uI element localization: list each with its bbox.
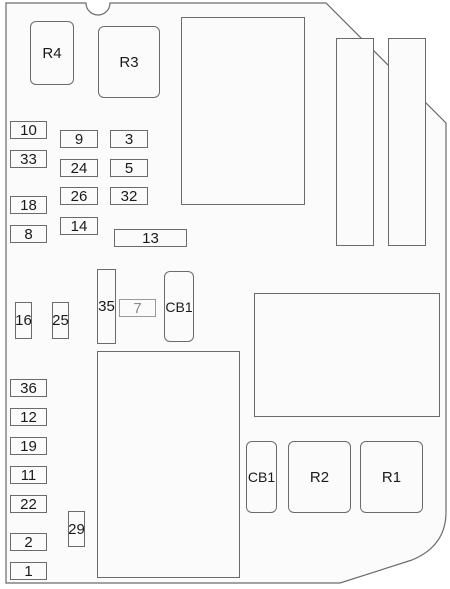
relay-r2 bbox=[288, 441, 351, 513]
circuit-breaker-cb1-top bbox=[164, 271, 194, 342]
large-relay-block-top bbox=[181, 17, 305, 205]
fuse-29: 29 bbox=[68, 511, 85, 547]
fuse-14: 14 bbox=[60, 217, 98, 235]
fuse-33: 33 bbox=[10, 150, 47, 168]
fuse-1: 1 bbox=[10, 562, 47, 580]
fuse-8: 8 bbox=[10, 225, 47, 243]
fuse-16: 16 bbox=[15, 302, 32, 339]
tall-slot-right bbox=[388, 38, 426, 246]
relay-r1-label: R1 bbox=[381, 468, 402, 486]
fuse-24: 24 bbox=[60, 159, 98, 177]
large-relay-block-right bbox=[254, 293, 440, 417]
circuit-breaker-cb1-bottom bbox=[246, 441, 277, 513]
fuse-12: 12 bbox=[10, 408, 47, 426]
fuse-22: 22 bbox=[10, 495, 47, 513]
fuse-35: 35 bbox=[97, 269, 116, 344]
relay-r4 bbox=[30, 21, 74, 85]
fuse-5: 5 bbox=[110, 159, 148, 177]
relay-r4-label: R4 bbox=[42, 44, 62, 62]
fuse-11: 11 bbox=[10, 466, 47, 484]
fuse-7: 7 bbox=[119, 299, 156, 317]
fuse-26: 26 bbox=[60, 187, 98, 205]
relay-r3 bbox=[98, 26, 160, 98]
fuse-36: 36 bbox=[10, 379, 47, 397]
fuse-9: 9 bbox=[60, 130, 98, 148]
relay-r1 bbox=[360, 441, 423, 513]
fuse-18: 18 bbox=[10, 196, 47, 214]
fuse-3: 3 bbox=[110, 130, 148, 148]
circuit-breaker-cb1-bottom-label: CB1 bbox=[247, 469, 276, 485]
fuse-10: 10 bbox=[10, 121, 47, 139]
circuit-breaker-cb1-top-label: CB1 bbox=[165, 298, 193, 315]
fuse-2: 2 bbox=[10, 533, 47, 551]
large-relay-block-bottom bbox=[97, 351, 240, 578]
fuse-13: 13 bbox=[114, 229, 187, 247]
relay-r3-label: R3 bbox=[119, 53, 139, 71]
fuse-19: 19 bbox=[10, 437, 47, 455]
fuse-32: 32 bbox=[110, 187, 148, 205]
fuse-25: 25 bbox=[52, 302, 69, 339]
tall-slot-left bbox=[336, 38, 374, 246]
relay-r2-label: R2 bbox=[309, 468, 330, 486]
